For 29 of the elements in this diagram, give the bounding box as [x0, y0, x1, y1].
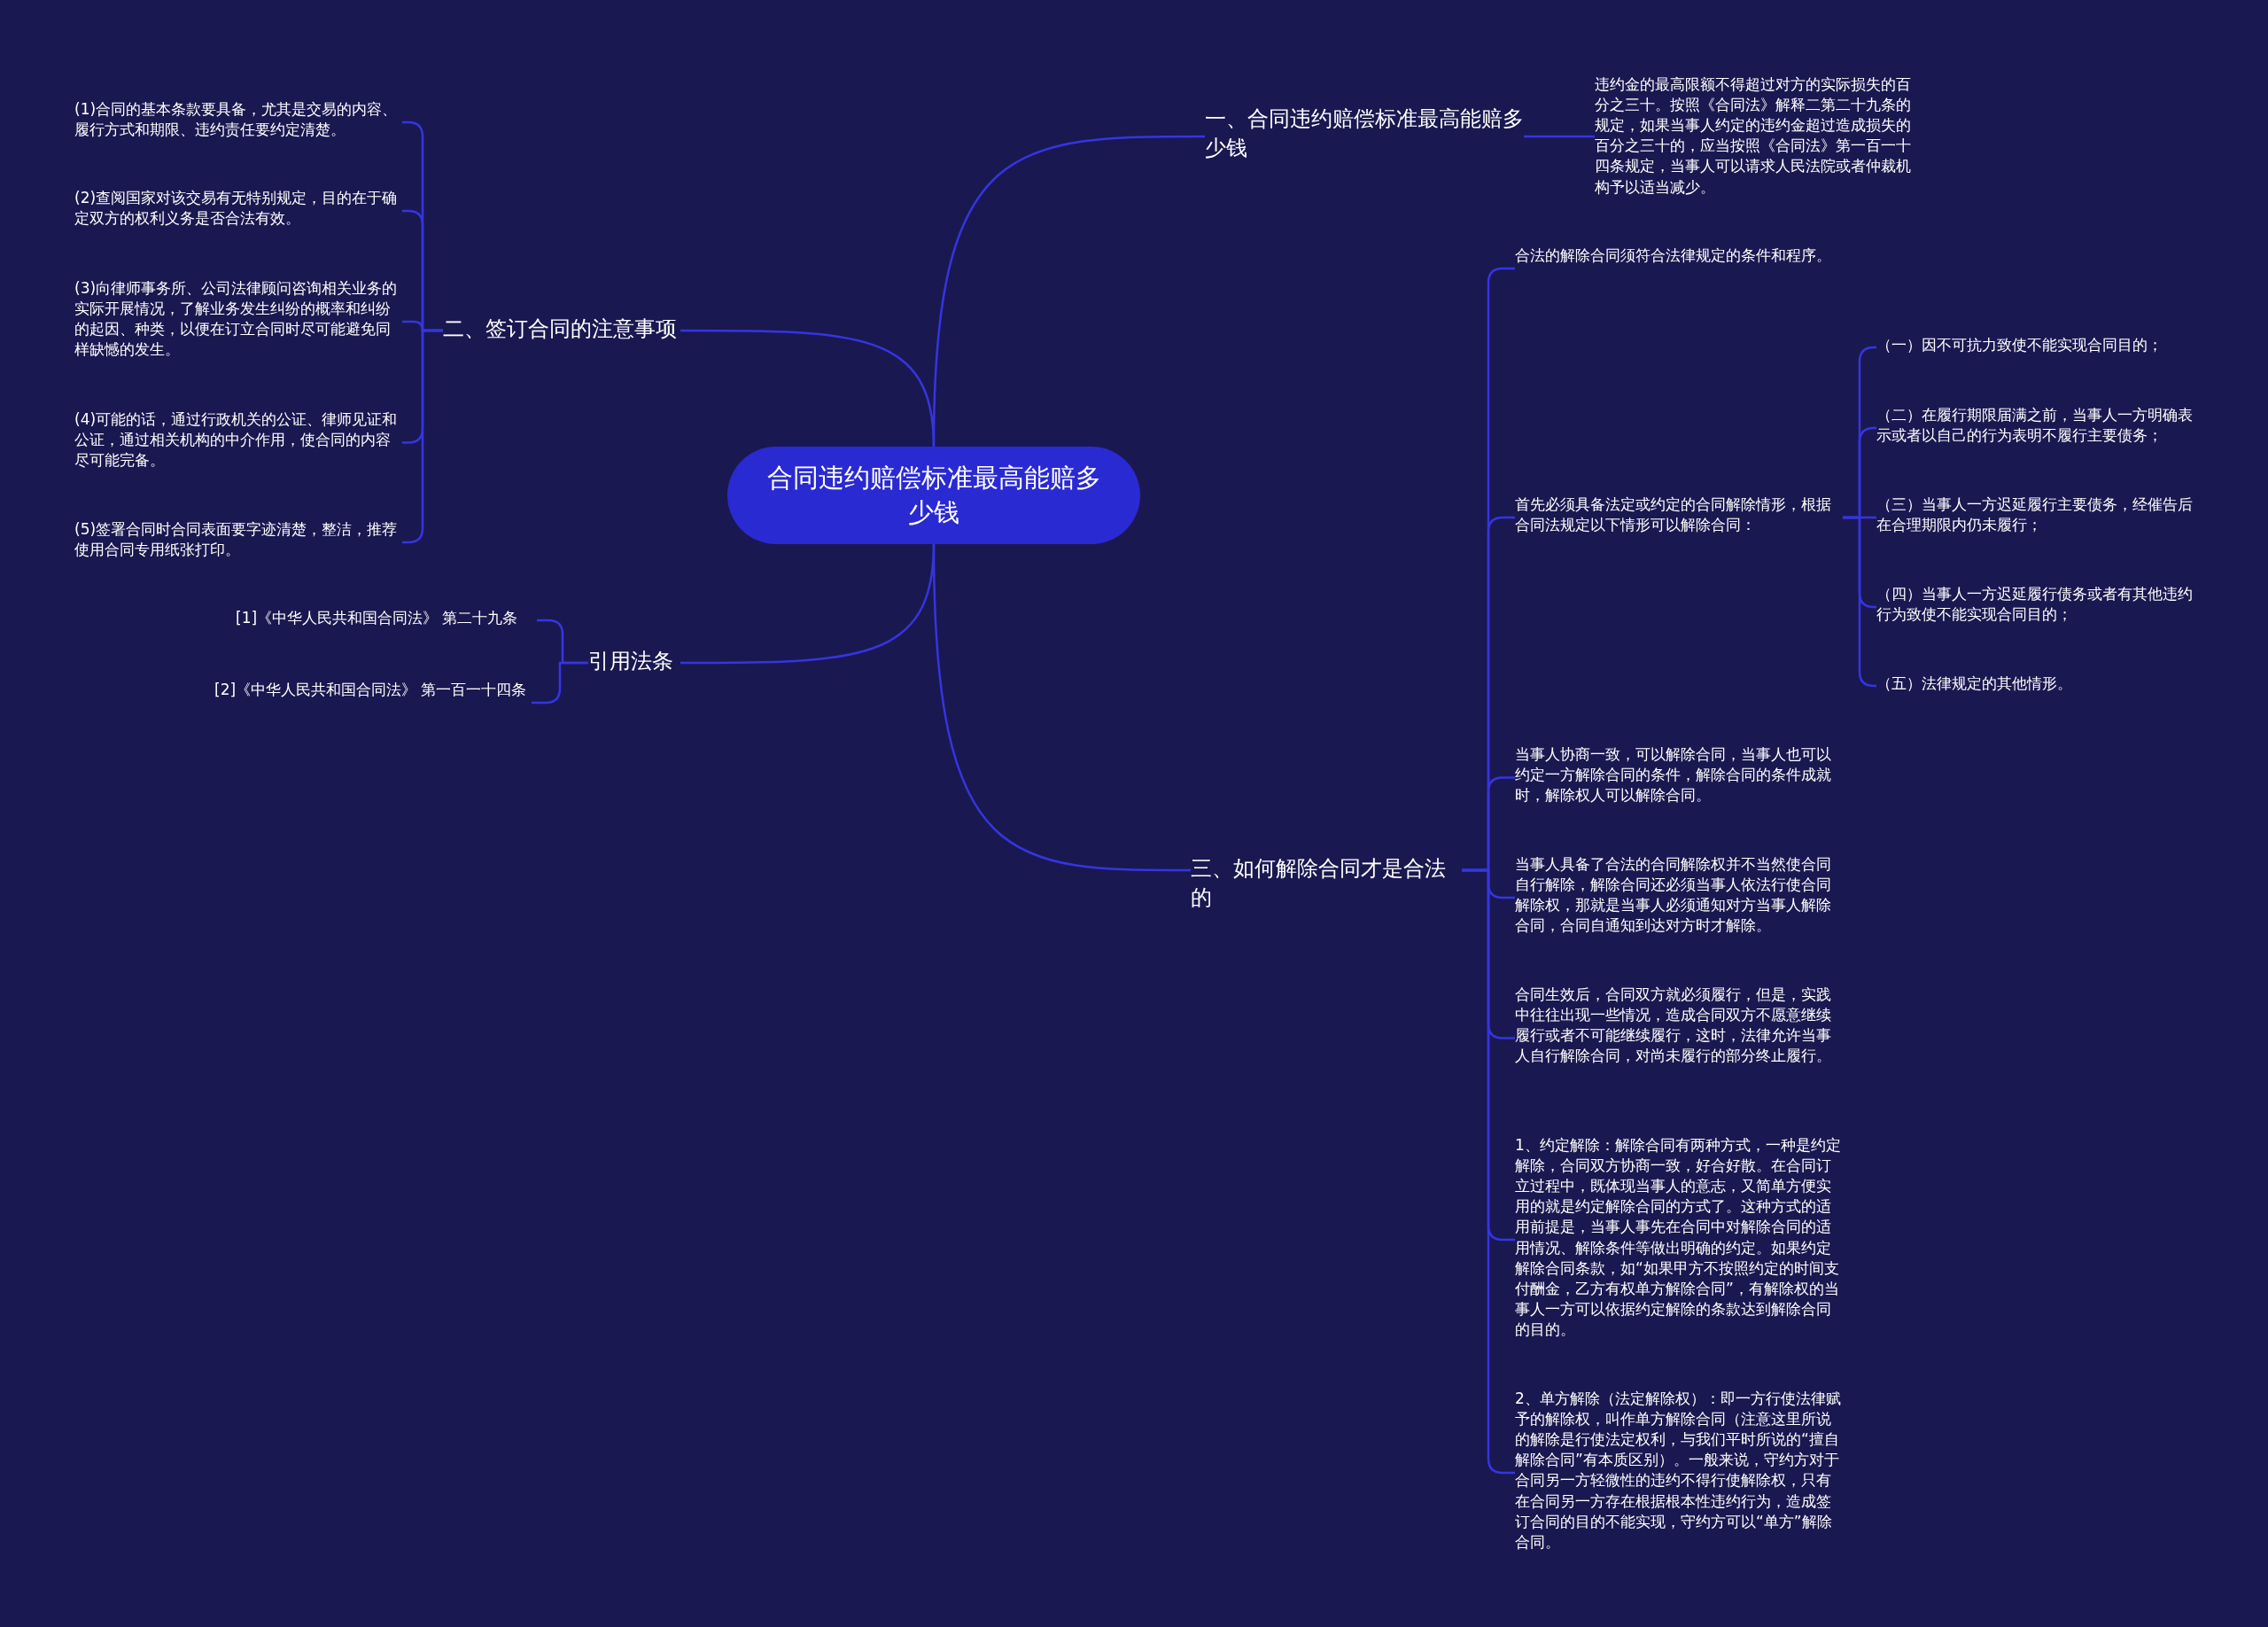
topic-text: (5)签署合同时合同表面要字迹清楚，整洁，推荐使用合同专用纸张打印。	[74, 519, 402, 565]
central-topic-box: 合同违约赔偿标准最高能赔多少钱	[727, 447, 1140, 544]
topic-text: （三）当事人一方迟延履行主要债务，经催告后在合理期限内仍未履行；	[1876, 494, 2204, 541]
branch-topic-text: 三、如何解除合同才是合法的	[1191, 854, 1462, 913]
topic-text: 当事人协商一致，可以解除合同，当事人也可以约定一方解除合同的条件，解除合同的条件成就时，解除权人可以解除合同。	[1515, 744, 1843, 811]
connector-line	[680, 329, 936, 448]
topic-text: [1]《中华人民共和国合同法》 第二十九条	[236, 608, 537, 633]
topic-text: （四）当事人一方迟延履行债务或者有其他违约行为致使不能实现合同目的；	[1876, 584, 2204, 630]
topic-text: （五）法律规定的其他情形。	[1876, 673, 2204, 698]
branch-topic-text: 二、签订合同的注意事项	[443, 315, 680, 346]
topic-text: (3)向律师事务所、公司法律顾问咨询相关业务的实际开展情况，了解业务发生纠纷的概率和纠纷的起因、种类，以便在订立合同时尽可能避免同样缺憾的发生。	[74, 278, 402, 365]
branch-topic-text: 一、合同违约赔偿标准最高能赔多少钱	[1205, 105, 1524, 168]
connector-line	[1524, 135, 1595, 138]
connector-line	[532, 661, 588, 705]
connector-line	[932, 543, 1191, 872]
branch-topic-text: 引用法条	[588, 647, 680, 679]
topic-text: 当事人具备了合法的合同解除权并不当然使合同自行解除，解除合同还必须当事人依法行使合同解除权，那就是当事人必须通知对方当事人解除合同，合同自通知到达对方时才解除。	[1515, 854, 1843, 941]
topic-text: 1、约定解除：解除合同有两种方式，一种是约定解除，合同双方协商一致，好合好散。在合同订立过程中，既体现当事人的意志，又简单方便实用的就是约定解除合同的方式了。这种方式的适用前提是，当事人事先在合同中对解除合同的适用情况、解除条件等做出明确的约定。如果约定解除合同条款，如“如果甲方不按照约定的时间支付酬金，乙方有权单方解除合同”，有解除权的当事人一方可以依据约定解除的条款达到解除合同的目的。	[1515, 1135, 1843, 1344]
topic-text: 首先必须具备法定或约定的合同解除情形，根据合同法规定以下情形可以解除合同：	[1515, 494, 1843, 541]
topic-text: (4)可能的话，通过行政机关的公证、律师见证和公证，通过相关机构的中介作用，使合同的内容尽可能完备。	[74, 409, 402, 476]
topic-text: 2、单方解除（法定解除权）：即一方行使法律赋予的解除权，叫作单方解除合同（注意这里所说的解除是行使法定权利，与我们平时所说的“擅自解除合同”有本质区别）。一般来说，守约方对于合同另一方轻微性的违约不得行使解除权，只有在合同另一方存在根据根本性违约行为，造成签订合同的目的不能实现，守约方可以“单方”解除合同。	[1515, 1389, 1843, 1557]
topic-text: (2)查阅国家对该交易有无特别规定，目的在于确定双方的权利义务是否合法有效。	[74, 188, 402, 234]
topic-text: 合法的解除合同须符合法律规定的条件和程序。	[1515, 245, 1843, 292]
topic-text: 合同生效后，合同双方就必须履行，但是，实践中往往出现一些情况，造成合同双方不愿意继续履行或者不可能继续履行，这时，法律允许当事人自行解除合同，对尚未履行的部分终止履行。	[1515, 985, 1843, 1092]
topic-text: (1)合同的基本条款要具备，尤其是交易的内容、履行方式和期限、违约责任要约定清楚。	[74, 99, 402, 145]
topic-text: 违约金的最高限额不得超过对方的实际损失的百分之三十。按照《合同法》解释二第二十九条的规定，如果当事人约定的违约金超过造成损失的百分之三十的，应当按照《合同法》第一百一十四条规定，当事人可以请求人民法院或者仲裁机构予以适当减少。	[1595, 74, 1922, 204]
topic-text: [2]《中华人民共和国合同法》 第一百一十四条	[214, 680, 532, 726]
topic-text: （二）在履行期限届满之前，当事人一方明确表示或者以自己的行为表明不履行主要债务；	[1876, 405, 2204, 451]
topic-text: （一）因不可抗力致使不能实现合同目的；	[1876, 335, 2204, 360]
